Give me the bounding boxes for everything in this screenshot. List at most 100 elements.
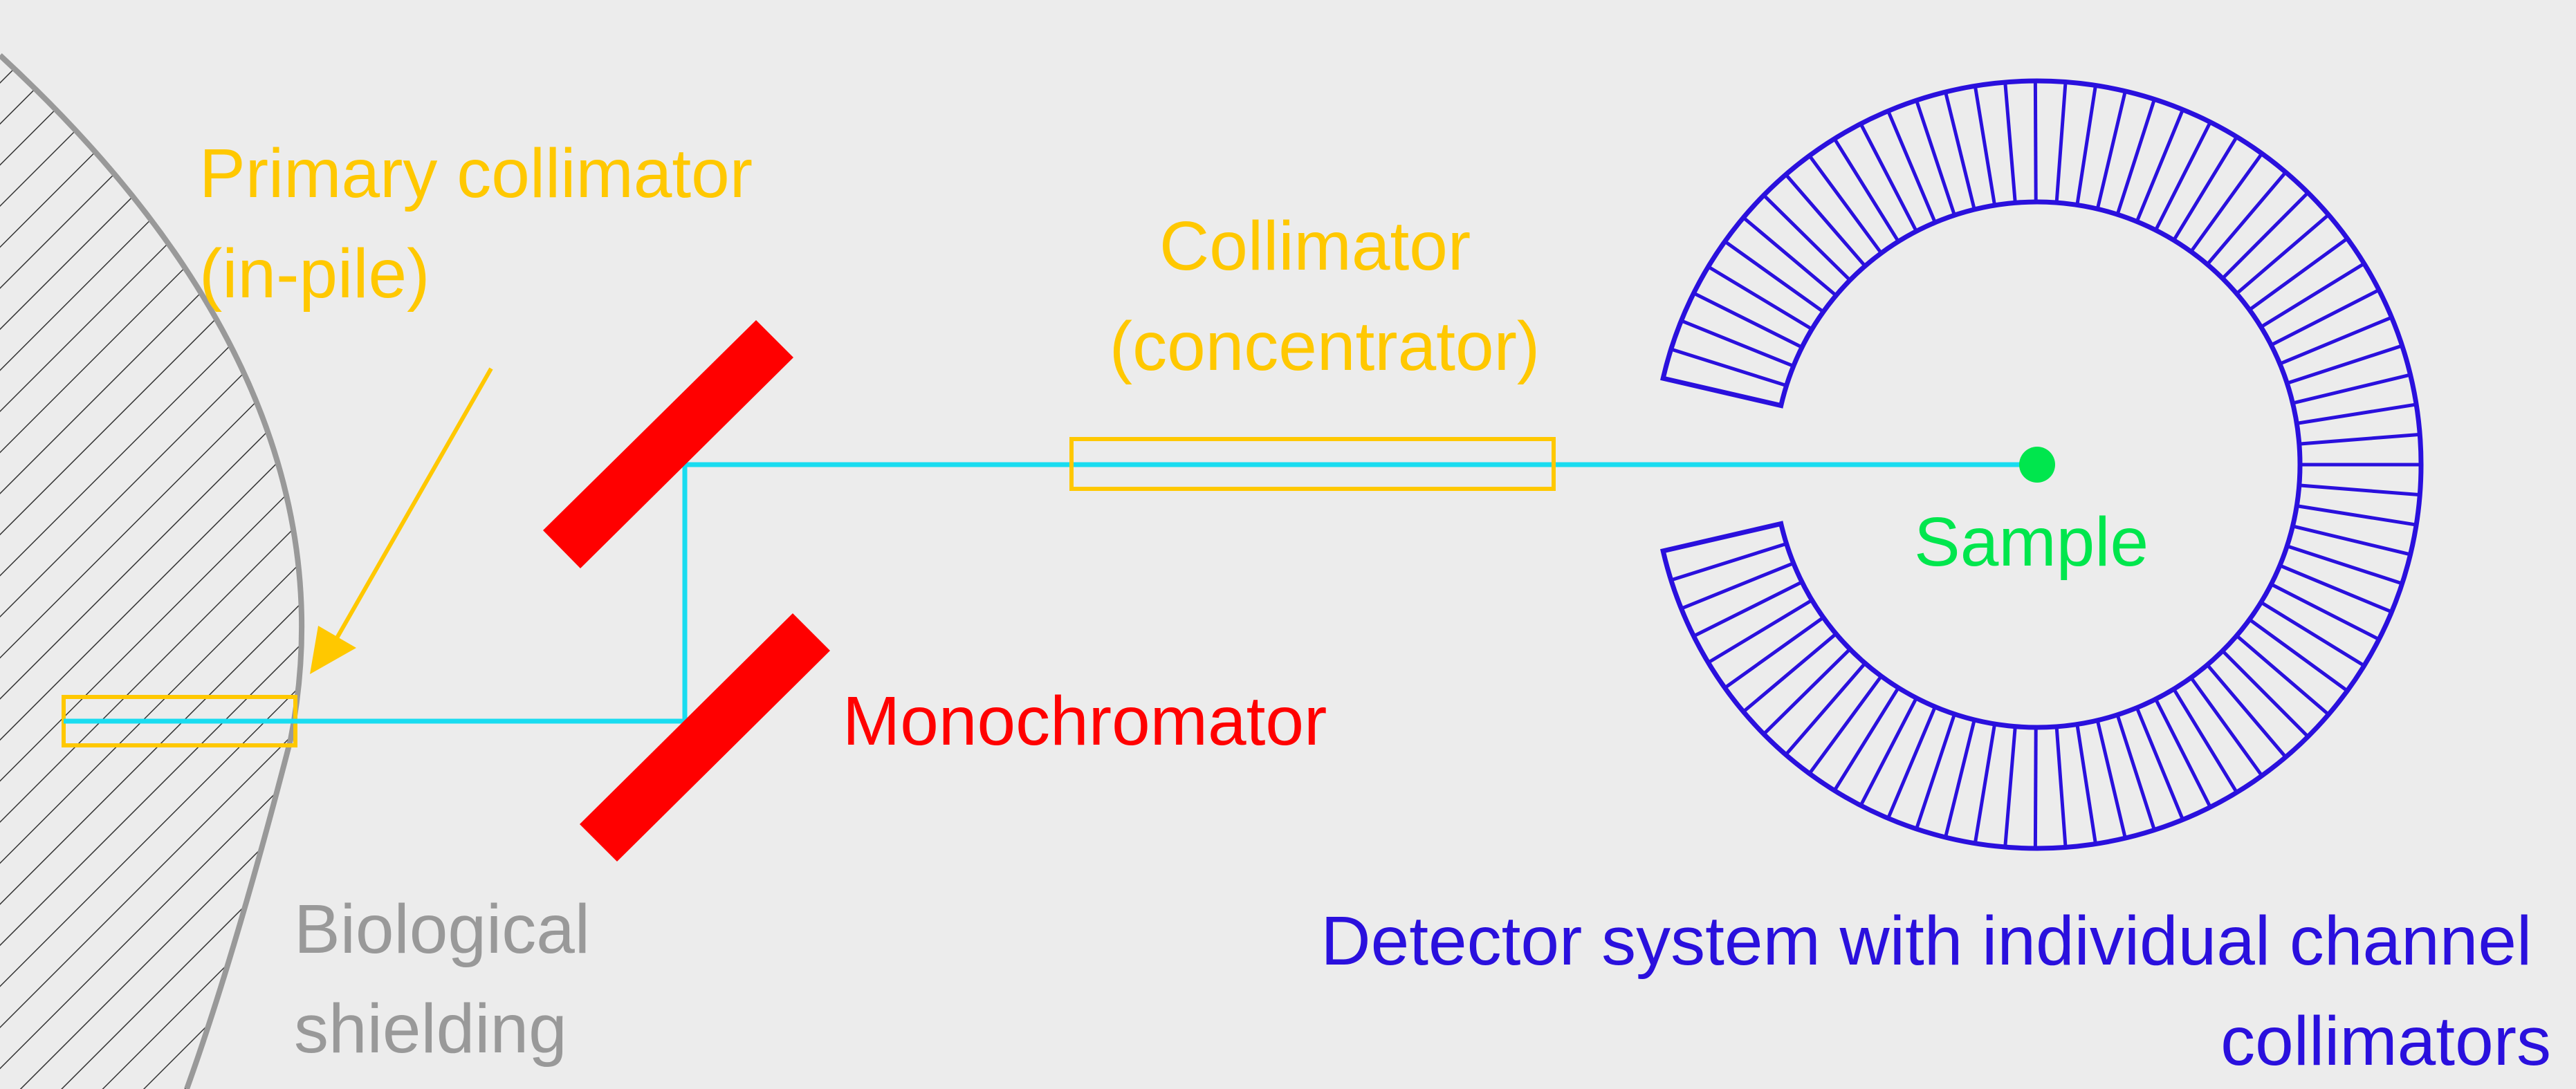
detector-channel-divider [1886,706,1937,819]
detector-channel-divider [2248,617,2348,693]
detector-system-label: Detector system with individual channel … [1321,902,2551,1080]
detector-channel-divider [1944,719,1976,838]
detector-channel-divider [1724,615,1825,689]
detector-channel-divider [1742,632,1837,714]
monochromator-crystal-upper [543,320,793,568]
detector-channel-divider [2003,82,2017,203]
primary-collimator-label-line2: (in-pile) [199,235,430,313]
detector-channel-divider [2003,726,2017,848]
monochromator [543,320,830,862]
collimator-concentrator-box [1069,437,1556,491]
monochromator-crystal-lower [580,613,830,862]
detector-channel-divider [2189,152,2263,253]
primary-collimator-label: Primary collimator (in-pile) [199,135,772,313]
biological-shielding [0,53,305,1089]
detector-channel-divider [2296,504,2417,527]
detector-channel-divider [2115,98,2156,215]
monochromator-label: Monochromator [843,682,1327,760]
detector-channel-divider [2206,663,2288,758]
biological-shielding-label: Biological shielding [294,891,609,1068]
detector-channel-divider [1784,662,1867,756]
detector-channel-divider [2154,698,2212,808]
detector-channel-divider [2154,121,2212,231]
detector-ring [1660,78,2424,851]
detector-channel-divider [2135,707,2184,821]
detector-channel-divider [1859,697,1918,807]
detector-channel-divider [2135,109,2184,223]
detector-channel-divider [1670,347,1787,388]
shielding-hatch [0,55,302,1089]
collimator-label-line2: (concentrator) [1110,308,1540,385]
detector-system-label-line1: Detector system with individual channel [1321,902,2532,980]
detector-channel-divider [2299,432,2420,446]
detector-channel-divider [2172,136,2238,241]
detector-channel-divider [1915,713,1956,830]
primary-collimator-label-line1: Primary collimator [199,135,753,212]
detector-channel-divider [2248,236,2348,312]
detector-channel-divider [2095,720,2127,839]
sample-label: Sample [1914,503,2149,581]
shielding-boundary [0,53,305,1089]
detector-channel-divider [2279,315,2393,366]
detector-channel-divider [2270,582,2380,641]
detector-channel-divider [2286,544,2403,586]
detector-channel-divider [2095,91,2127,210]
detector-channel-divider [1807,675,1883,775]
detector-channel-divider [1693,580,1803,638]
detector-channel-divider [2260,600,2366,667]
detector-channel-divider [1832,138,1900,243]
detector-channel-divider [1832,687,1900,792]
detector-channel-divider [1886,110,1937,223]
detector-channel-divider [2235,213,2330,295]
detector-channel-divider [2221,191,2310,280]
detector-channel-divider [2054,82,2068,203]
detector-channel-divider [1763,194,1852,281]
detector-channel-divider [2296,402,2417,425]
detector-channel-divider [1807,154,1883,254]
biological-shielding-label-line2: shielding [294,990,567,1068]
detector-channel-divider [2206,171,2288,266]
detector-channel-divider [1693,291,1803,349]
detector-ring-outline [1660,78,2424,851]
detector-channel-divider [2033,727,2038,849]
detector-channel-divider [1944,91,1976,210]
detector-channel-divider [2260,262,2366,329]
detector-channel-divider [2270,288,2380,347]
detector-channel-divider [1724,240,1825,314]
detector-channel-divider [1670,541,1787,582]
detector-channel-divider [1707,265,1813,331]
detector-channel-divider [1973,723,1997,844]
detector-channel-divider [2075,724,2097,844]
detector-channel-divider [2292,524,2411,557]
detector-channel-divider [1973,85,1997,206]
detector-channel-divider [2221,649,2310,738]
detector-channel-divider [2115,714,2156,831]
detector-channel-divider [1784,173,1867,268]
detector-channel-divider [2279,564,2393,614]
detector-channel-divider [2286,344,2403,385]
detector-channel-divider [2075,85,2097,205]
detector-channel-divider [1859,122,1918,232]
detector-channel-divider [2172,688,2238,794]
primary-collimator-arrow [310,367,493,674]
biological-shielding-label-line1: Biological [294,891,590,968]
neutron-beam-path [64,462,2037,724]
detector-channel-divider [1707,598,1813,664]
detector-channel-divider [1742,216,1837,297]
detector-channel-divider [2054,726,2068,848]
detector-channel-divider [2292,373,2411,405]
detector-channel-divider [1680,319,1794,368]
sample-dot [2019,447,2055,483]
detector-system-label-line2: collimators [2220,1003,2551,1080]
collimator-label-line1: Collimator [1159,207,1471,285]
detector-channel-divider [1680,561,1794,611]
detector-channel-divider [1763,648,1852,736]
detector-channel-divider [2299,483,2420,497]
detector-channel-divider [1915,100,1956,216]
collimator-label: Collimator (concentrator) [1110,207,1540,385]
detector-channel-divider [2189,676,2263,777]
detector-channel-divider [2033,80,2038,203]
detector-channel-divider [2235,634,2330,716]
